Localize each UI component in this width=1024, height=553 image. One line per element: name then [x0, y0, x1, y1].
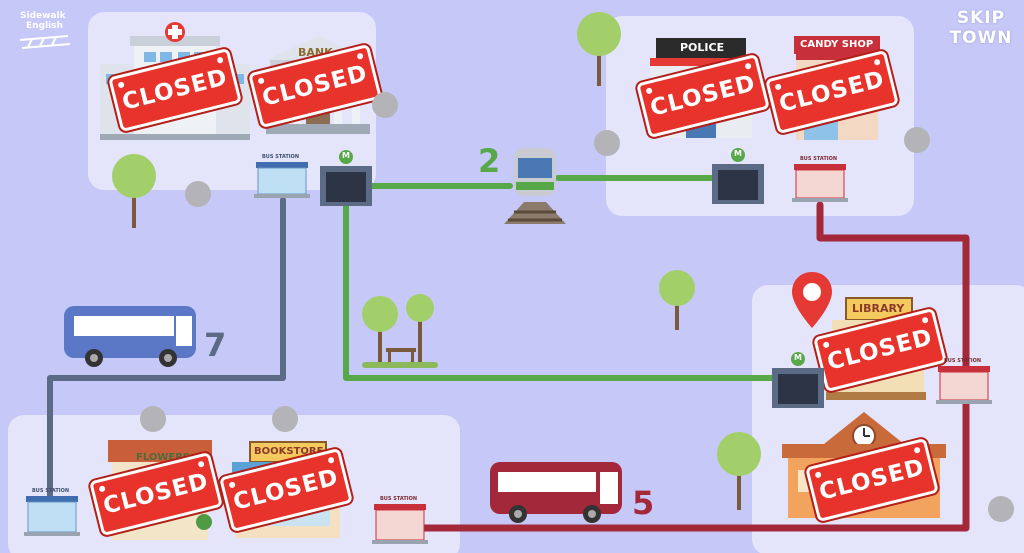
- sidewalk-icon: [19, 35, 71, 49]
- bus-route-5-line: [416, 201, 970, 532]
- bus-route-7-number: 7: [204, 326, 227, 364]
- bus-route-7-line: [47, 197, 286, 523]
- metro-sign: M: [342, 151, 350, 160]
- tree-icon: [656, 268, 698, 330]
- metro-sign: M: [794, 353, 802, 362]
- location-pin-icon: [790, 270, 834, 332]
- bus-station-sign: BUS STATION: [262, 154, 300, 160]
- bus-station-sign: BUS STATION: [380, 496, 418, 502]
- stop-marker: [904, 127, 930, 153]
- tree-icon: [572, 10, 626, 86]
- map-title-line-1: SKIP: [956, 8, 1006, 28]
- brand-line-2: English: [26, 21, 63, 31]
- bus-5-icon: [490, 458, 624, 524]
- stop-marker: [594, 130, 620, 156]
- metro-station-right: M: [770, 352, 826, 408]
- police-sign: POLICE: [680, 41, 725, 54]
- map-title: SKIP TOWN: [946, 8, 1016, 48]
- library-sign: LIBRARY: [852, 302, 905, 315]
- brand-logo: Sidewalk English: [18, 8, 78, 52]
- bus-station-top-right: BUS STATION: [792, 156, 848, 202]
- bus-station-bottom-center: BUS STATION: [372, 496, 428, 544]
- park-trees-bench: [358, 290, 442, 368]
- tree-icon: [712, 430, 766, 510]
- stop-marker: [185, 181, 211, 207]
- flower-shop-sign: FLOWERS: [136, 452, 191, 463]
- bus-station-bottom-left: BUS STATION: [24, 488, 80, 536]
- bus-station-sign: BUS STATION: [32, 488, 70, 494]
- bus-7-icon: [64, 302, 198, 368]
- bus-route-5-number: 5: [632, 484, 655, 522]
- candy-shop-sign: CANDY SHOP: [800, 39, 874, 50]
- bookstore-sign: BOOKSTORE: [254, 446, 324, 457]
- train-route-number: 2: [478, 142, 501, 180]
- train-icon: [500, 140, 570, 224]
- stop-marker: [988, 496, 1014, 522]
- metro-station-top-right: M: [710, 148, 766, 204]
- tree-icon: [108, 152, 160, 228]
- bus-station-sign: BUS STATION: [944, 358, 982, 364]
- bus-station-right: BUS STATION: [936, 358, 992, 404]
- stop-marker: [140, 406, 166, 432]
- bus-station-top-left: BUS STATION: [254, 154, 310, 198]
- bus-station-sign: BUS STATION: [800, 156, 838, 162]
- map-title-line-2: TOWN: [949, 28, 1013, 48]
- brand-line-1: Sidewalk: [20, 11, 66, 21]
- train-route-line: [343, 175, 779, 381]
- stop-marker: [372, 92, 398, 118]
- stop-marker: [272, 406, 298, 432]
- metro-station-top-left: M: [318, 150, 374, 206]
- metro-sign: M: [734, 149, 742, 158]
